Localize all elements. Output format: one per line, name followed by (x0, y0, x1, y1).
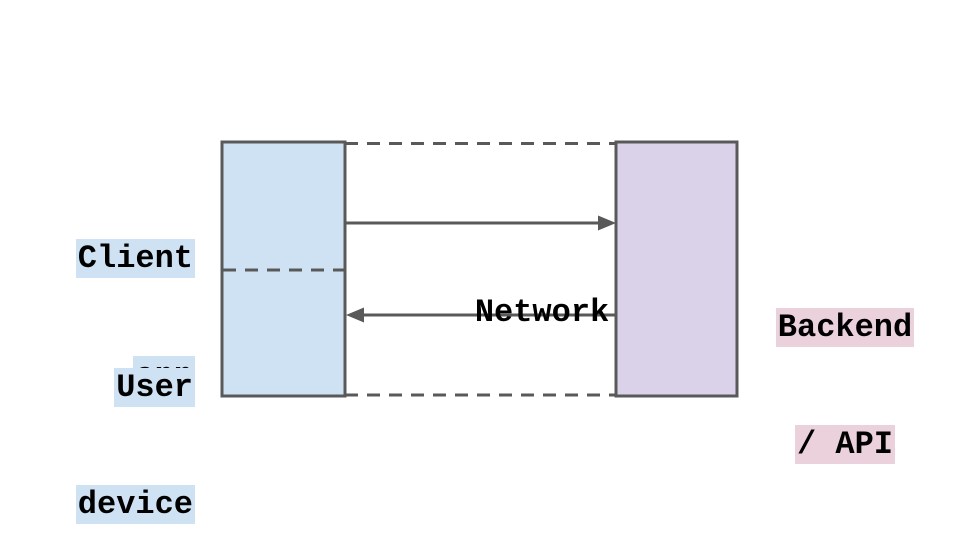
client-device-box (220, 140, 347, 398)
backend-api-label-line2-text: / API (794, 425, 895, 464)
client-app-label-line1: Client (58, 239, 195, 278)
request-arrow (346, 215, 616, 231)
user-device-label-line2-text: device (75, 485, 195, 524)
user-device-label-line1: User (58, 368, 195, 407)
response-arrowhead-icon (346, 307, 364, 323)
user-device-label: User device (58, 290, 195, 540)
client-app-label-line1-text: Client (75, 239, 195, 278)
backend-box (614, 140, 739, 398)
request-arrowhead-icon (598, 215, 616, 231)
user-device-label-line1-text: User (114, 368, 195, 407)
backend-api-label: Backend / API (725, 230, 960, 540)
network-label-text: Network (474, 294, 610, 331)
response-arrow (346, 307, 616, 323)
backend-api-label-line2: / API (725, 425, 960, 464)
backend-api-label-line1: Backend (725, 308, 960, 347)
network-label: Network (398, 254, 609, 371)
backend-api-label-line1-text: Backend (775, 308, 915, 347)
user-device-label-line2: device (58, 485, 195, 524)
